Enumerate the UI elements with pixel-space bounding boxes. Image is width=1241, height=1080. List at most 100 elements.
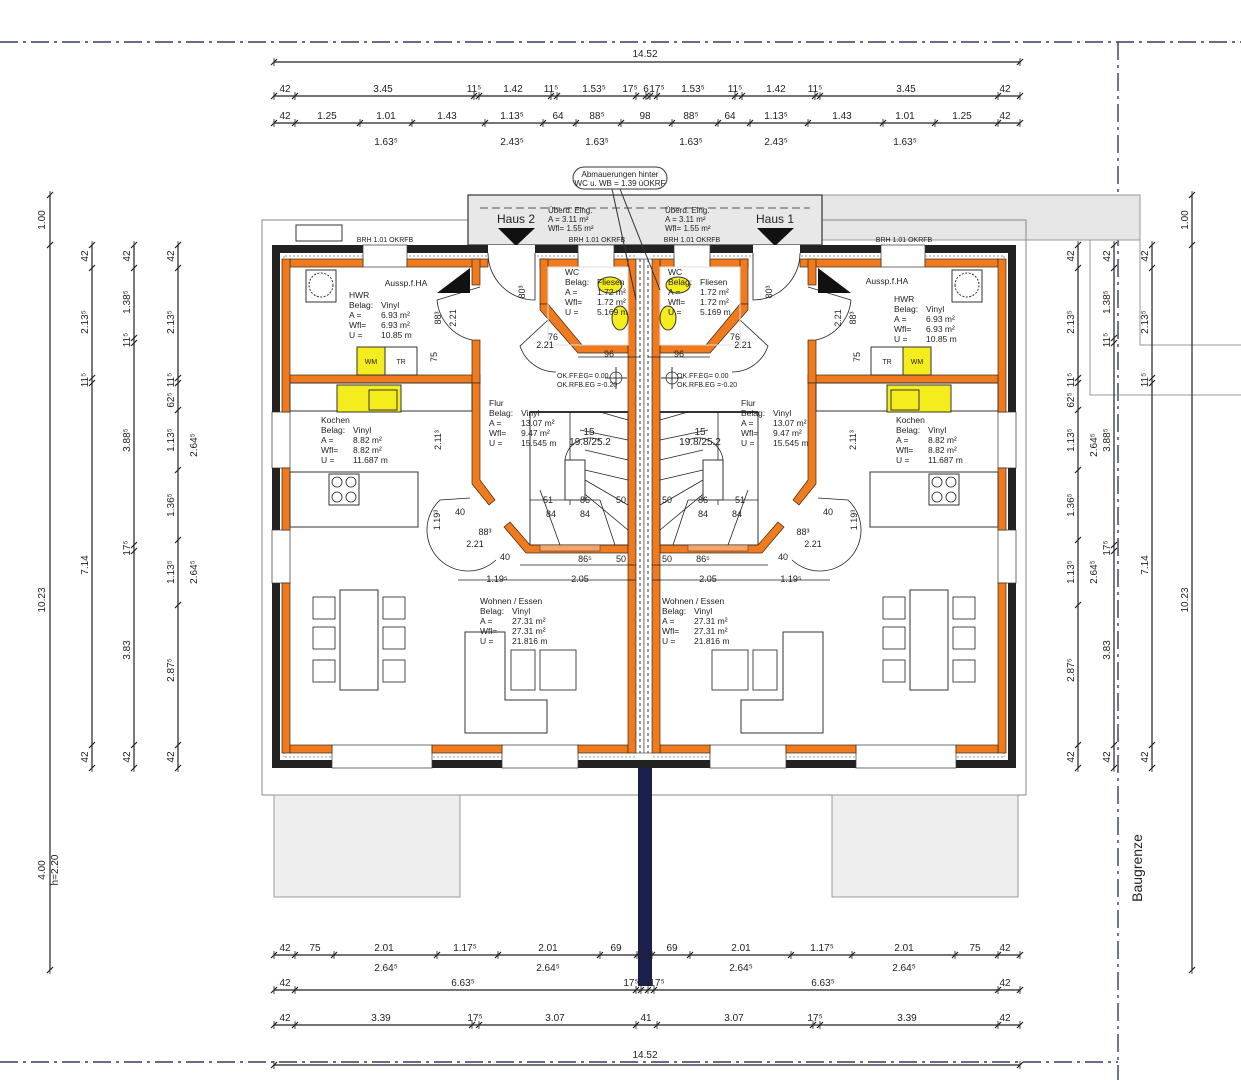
room-field-value: 27.31 m² <box>512 616 546 626</box>
room-field-value: 8.82 m² <box>353 445 382 455</box>
room-field-label: A = <box>896 435 909 445</box>
dimension-label: 3.83 <box>1102 640 1113 660</box>
haus-2-label: Haus 2 <box>497 212 535 226</box>
dimension-label: 1.43 <box>437 111 457 122</box>
dimension-label: 2.21 <box>833 309 843 327</box>
canopy-area: A = 3.11 m² <box>665 215 706 224</box>
dimension-label: 69 <box>610 943 622 954</box>
dimension-label: 64 <box>724 111 736 122</box>
dimension-label: 2.87⁵ <box>1066 658 1077 682</box>
dimension-label: 42 <box>1066 250 1077 262</box>
dimension-label: 1.63⁵ <box>374 137 398 148</box>
room-field-value: 13.07 m² <box>521 418 555 428</box>
dimension-label: 1.17⁵ <box>810 943 834 954</box>
note-text: Abmauerungen hinter <box>582 170 659 179</box>
dimension-label: 1.42 <box>766 84 786 95</box>
dimension-label: 2.05 <box>571 574 589 584</box>
dimension-label: 2.64⁵ <box>1089 433 1100 457</box>
dimension-label: 11⁵ <box>1066 373 1077 388</box>
parapet-height-label: BRH 1.01 OKRFB <box>357 237 414 244</box>
room-field-value: 6.93 m² <box>381 310 410 320</box>
dimension-label: 42 <box>166 250 177 262</box>
room-field-value: 1.72 m² <box>700 297 729 307</box>
dimension-label: 3.07 <box>545 1013 565 1024</box>
dimension-label: 42 <box>999 978 1011 989</box>
room-name: HWR <box>894 294 914 304</box>
dimension-label: 64 <box>552 111 564 122</box>
room-field-value: Vinyl <box>773 408 791 418</box>
dimension-label: 11⁵ <box>467 84 482 95</box>
dimension-label: 6.63⁵ <box>451 978 475 989</box>
dimension-label: 1.63⁵ <box>585 137 609 148</box>
entrance-arrow-haus1 <box>757 228 794 246</box>
dimension-label: 42 <box>122 250 133 262</box>
room-field-value: 10.85 m <box>381 330 412 340</box>
floor-level-label: OK.FF.EG= 0.00 <box>557 373 609 380</box>
dimension-label: 10.23 <box>1180 587 1191 612</box>
room-field-value: Vinyl <box>694 606 712 616</box>
house-2-geometry <box>271 244 645 769</box>
dimension-label: 1.25 <box>952 111 972 122</box>
room-field-value: 5.169 m <box>700 307 731 317</box>
washer-label: WM <box>911 359 924 366</box>
dimension-label: 11⁵ <box>122 333 133 348</box>
room-name: Kochen <box>896 415 925 425</box>
dimension-label: 2.11³ <box>433 430 443 450</box>
room-field-label: U = <box>565 307 579 317</box>
dimension-label: 40 <box>778 552 788 562</box>
dimension-label: 2.87⁵ <box>166 658 177 682</box>
room-field-label: Wfl= <box>349 320 366 330</box>
room-name: WC <box>668 267 682 277</box>
dimension-label: 86 <box>580 495 590 505</box>
room-name: Wohnen / Essen <box>480 596 542 606</box>
room-field-label: U = <box>662 636 676 646</box>
dimension-label: 3.88⁵ <box>122 428 133 452</box>
dimension-label: 76 <box>548 332 558 342</box>
dimension-label: 88³ <box>848 311 858 324</box>
canopy-living-area: Wfl= 1.55 m² <box>548 224 594 233</box>
dimension-label: 42 <box>1140 250 1151 262</box>
dimension-label: 2.13⁵ <box>1066 310 1077 334</box>
room-field-label: Wfl= <box>321 445 338 455</box>
room-field-label: A = <box>480 616 493 626</box>
dimension-label: 42 <box>1066 751 1077 763</box>
room-field-value: 15.545 m <box>521 438 556 448</box>
dimension-label: 40 <box>823 507 833 517</box>
dimension-label: 69 <box>666 943 678 954</box>
dimension-label: 88³ <box>478 527 491 537</box>
dimension-label: 1.19⁵ <box>780 574 802 584</box>
haus-1-label: Haus 1 <box>756 212 794 226</box>
room-field-label: Belag: <box>489 408 513 418</box>
dimension-label: 1.38⁵ <box>122 290 133 314</box>
room-field-value: Vinyl <box>928 425 946 435</box>
dimension-label: 1.19³ <box>849 510 859 531</box>
room-field-value: 11.687 m <box>353 455 388 465</box>
room-field-label: Belag: <box>668 277 692 287</box>
terrain-strip <box>821 194 1141 241</box>
canopy-area: A = 3.11 m² <box>548 215 589 224</box>
room-field-label: A = <box>741 418 754 428</box>
dimension-label: 84 <box>732 509 742 519</box>
dimension-label: 1.63⁵ <box>679 137 703 148</box>
room-field-label: Belag: <box>896 425 920 435</box>
dimension-label: 51 <box>543 495 553 505</box>
terrace-left <box>273 794 461 898</box>
terrace-right <box>831 794 1019 898</box>
room-field-label: A = <box>662 616 675 626</box>
entrance-canopy <box>467 194 823 246</box>
dimension-label: 42 <box>1102 751 1113 763</box>
room-field-value: 13.07 m² <box>773 418 807 428</box>
dimension-label: 1.17⁵ <box>453 943 477 954</box>
dimension-label: 50 <box>616 554 626 564</box>
room-field-value: 8.82 m² <box>928 445 957 455</box>
room-field-label: Wfl= <box>489 428 506 438</box>
dimension-label: 42 <box>279 111 291 122</box>
dimension-label: 1.25 <box>317 111 337 122</box>
dimension-label: 80³ <box>764 285 774 298</box>
dimension-label: 98 <box>639 111 651 122</box>
room-field-label: Wfl= <box>480 626 497 636</box>
